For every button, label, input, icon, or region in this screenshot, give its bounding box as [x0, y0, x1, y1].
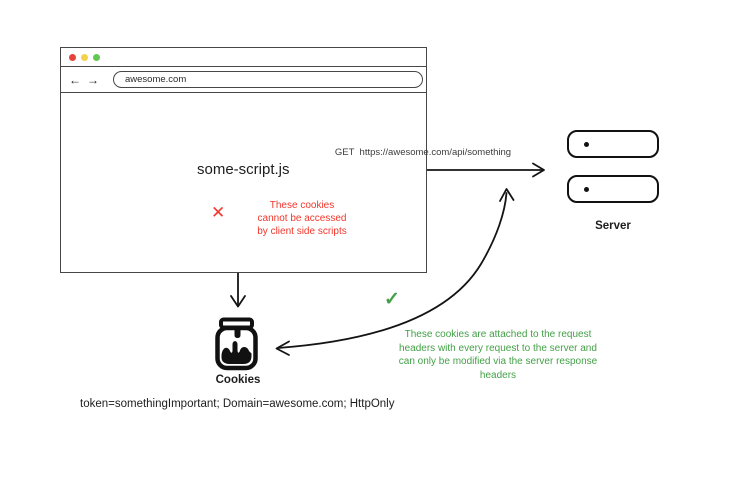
back-icon: ←: [69, 72, 81, 87]
blocked-note-line: These cookies: [269, 200, 335, 211]
url-text: awesome.com: [125, 74, 187, 85]
request-arrowhead: [532, 162, 545, 178]
cookie-jar-icon: [215, 317, 258, 371]
browser-window: ← → awesome.com: [60, 47, 427, 273]
browser-toolbar: ← → awesome.com: [61, 67, 426, 93]
allowed-note-line: headers with every request to the server…: [399, 342, 597, 354]
server-rack-unit-2-icon: [567, 175, 659, 203]
cookies-label: Cookies: [215, 374, 261, 386]
forward-icon: →: [87, 72, 99, 87]
allowed-note-line: can only be modified via the server resp…: [398, 356, 598, 367]
server-led-icon: [584, 142, 589, 147]
server-rack-unit-1-icon: [567, 130, 659, 158]
allowed-note: These cookies are attached to the reques…: [389, 328, 607, 382]
allowed-note-line: headers: [479, 369, 517, 381]
blocked-note: These cookies cannot be accessed by clie…: [242, 199, 362, 238]
traffic-light-red-icon: [69, 53, 76, 61]
traffic-light-yellow-icon: [81, 53, 88, 61]
cross-icon: ✕: [211, 203, 226, 222]
checkmark-icon: ✓: [384, 289, 400, 310]
blocked-note-line: cannot be accessed: [257, 213, 347, 224]
cookie-flow-arrowhead-up: [499, 188, 515, 202]
cookie-string-text: token=somethingImportant; Domain=awesome…: [80, 398, 395, 410]
blocked-arrowhead: [230, 295, 246, 308]
cookie-flow-arrowhead-left: [275, 340, 290, 356]
allowed-note-line: These cookies are attached to the reques…: [404, 329, 592, 340]
browser-titlebar: [61, 48, 426, 67]
server-label: Server: [595, 220, 631, 232]
traffic-light-green-icon: [93, 53, 100, 61]
url-bar: awesome.com: [113, 71, 423, 88]
blocked-note-line: by client side scripts: [257, 226, 347, 237]
request-url-label: GET https://awesome.com/api/something: [334, 147, 512, 158]
server-led-icon: [584, 187, 589, 192]
script-file-label: some-script.js: [197, 161, 290, 178]
